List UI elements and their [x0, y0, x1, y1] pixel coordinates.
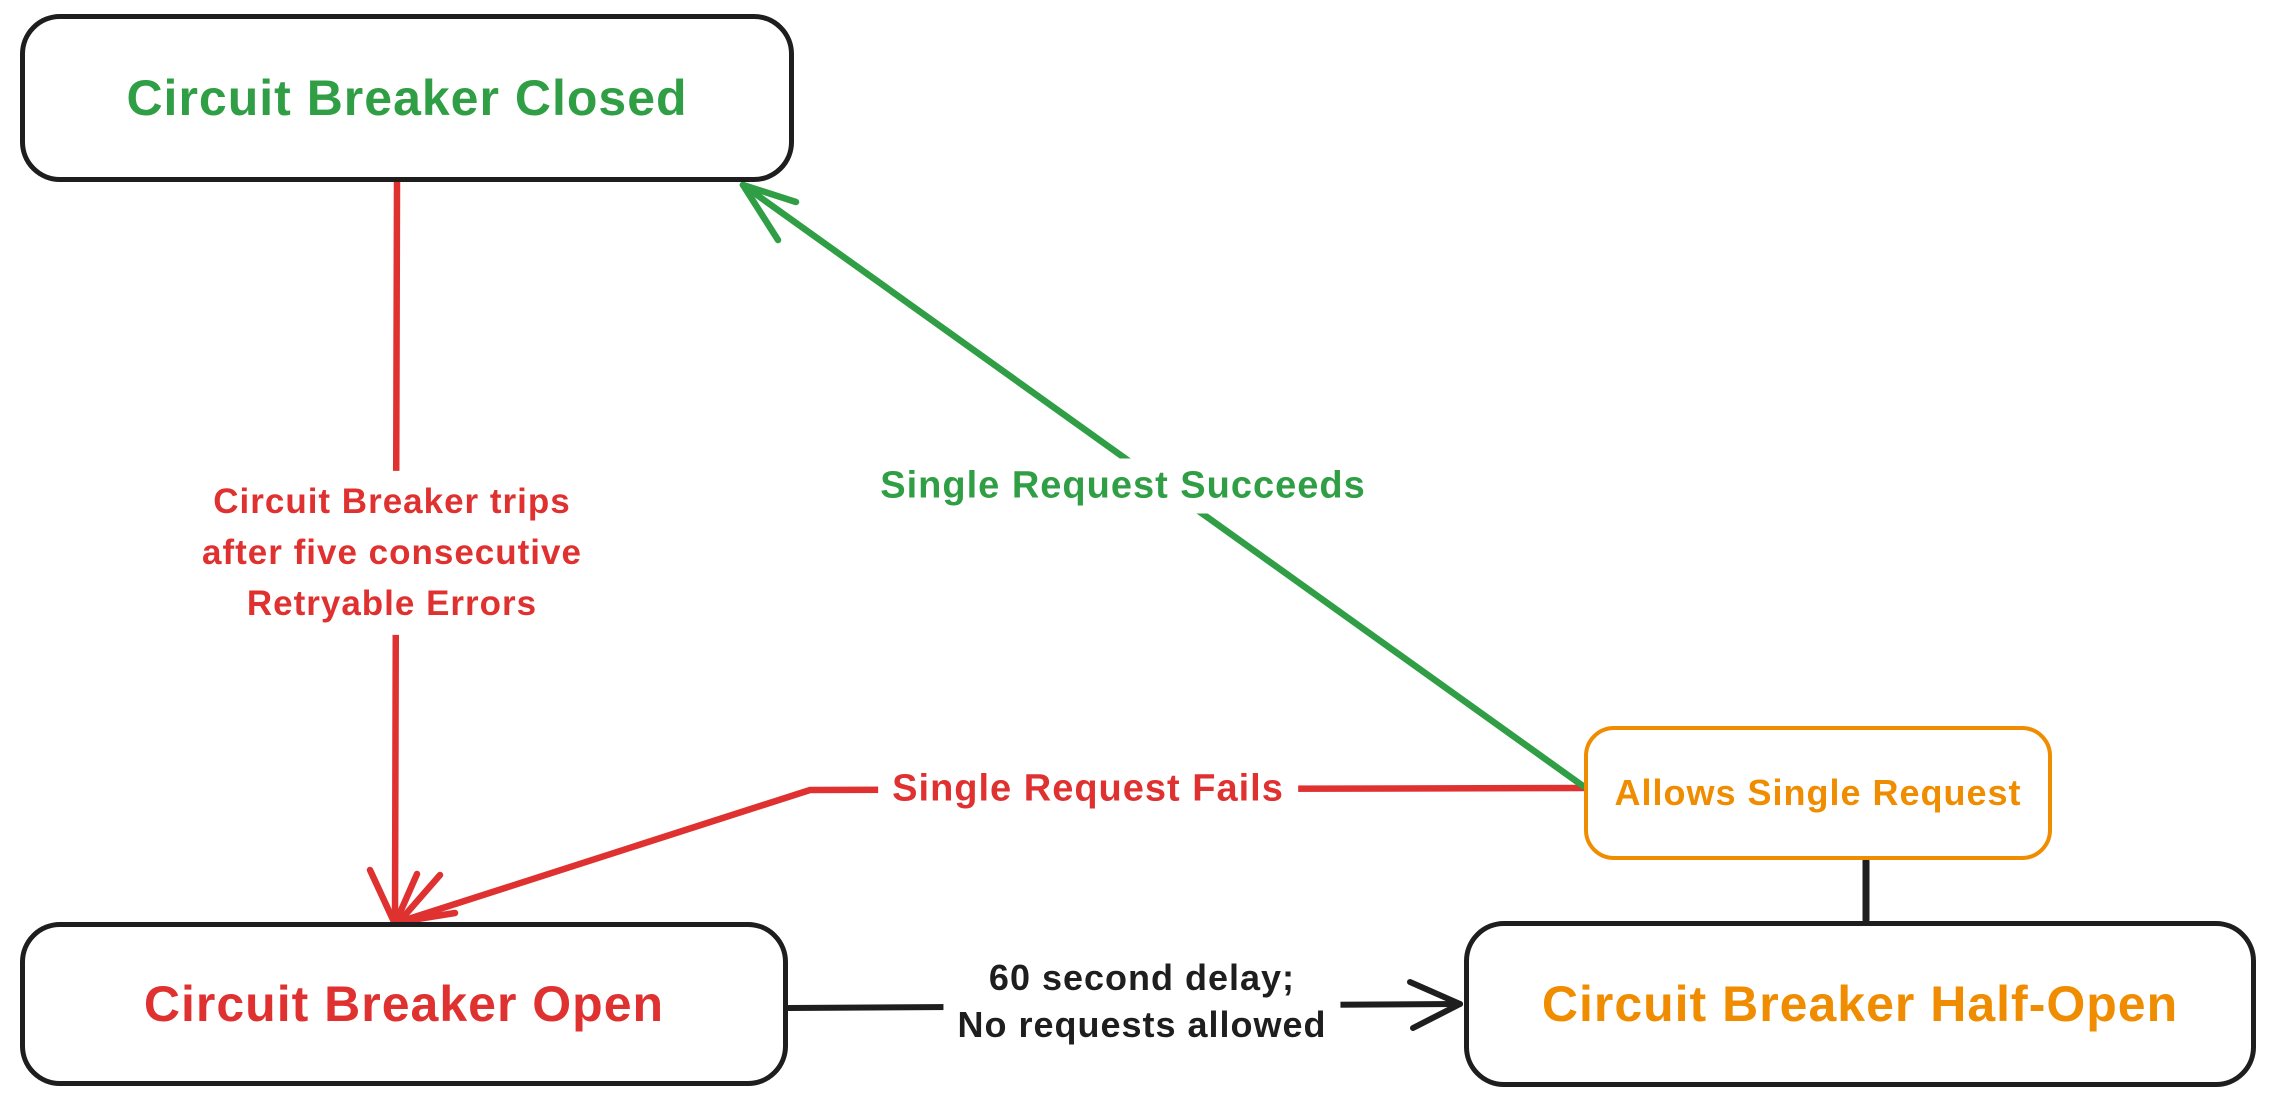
node-circuit-breaker-closed: Circuit Breaker Closed: [20, 14, 794, 182]
node-allows-single-request-label: Allows Single Request: [1614, 772, 2022, 813]
edge-label-single-request-fails: Single Request Fails: [878, 761, 1298, 817]
edge-label-delay-line-2: No requests allowed: [957, 1004, 1327, 1045]
node-allows-single-request: Allows Single Request: [1584, 726, 2052, 860]
node-circuit-breaker-open-label: Circuit Breaker Open: [143, 976, 665, 1032]
edge-label-trips-line-3: Retryable Errors: [246, 583, 538, 623]
edge-label-single-request-succeeds: Single Request Succeeds: [866, 458, 1380, 514]
edge-label-trips: Circuit Breaker trips after five consecu…: [188, 470, 596, 636]
edge-label-delay: 60 second delay; No requests allowed: [943, 949, 1341, 1055]
node-circuit-breaker-open: Circuit Breaker Open: [20, 922, 788, 1086]
node-circuit-breaker-half-open-label: Circuit Breaker Half-Open: [1541, 976, 2179, 1032]
edge-label-trips-line-2: after five consecutive: [202, 532, 582, 572]
node-circuit-breaker-half-open: Circuit Breaker Half-Open: [1464, 921, 2256, 1087]
edge-label-delay-line-1: 60 second delay;: [988, 957, 1296, 999]
node-circuit-breaker-closed-label: Circuit Breaker Closed: [126, 70, 688, 126]
edge-label-trips-line-1: Circuit Breaker trips: [213, 481, 571, 521]
edge-fails-arrow: [395, 784, 1587, 926]
